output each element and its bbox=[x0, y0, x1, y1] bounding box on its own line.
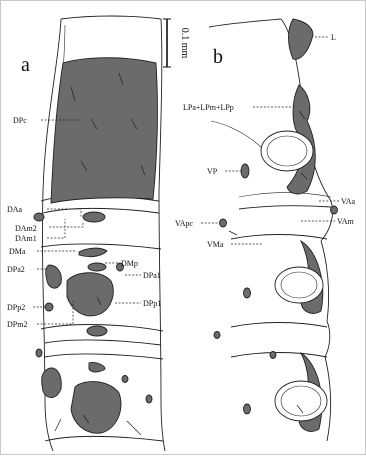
dam2-plate bbox=[83, 212, 105, 222]
label-vaa: VAa bbox=[341, 197, 356, 206]
dpc-plate bbox=[51, 58, 157, 203]
dmp-plate bbox=[88, 263, 106, 271]
dpp1-plate bbox=[67, 273, 113, 316]
dpa2-plate bbox=[46, 265, 62, 288]
panel-b-drawing bbox=[209, 19, 338, 441]
spiracle-upper bbox=[261, 131, 313, 171]
panel-a-label: a bbox=[21, 54, 30, 76]
label-l: L bbox=[331, 33, 336, 42]
label-dmp: DMp bbox=[121, 259, 138, 268]
scale-bar-label: 0.1 mm bbox=[179, 28, 190, 59]
dpm2-plate bbox=[87, 326, 107, 336]
label-vma: VMa bbox=[207, 240, 224, 249]
vp-plate bbox=[241, 164, 249, 178]
vapc-plate bbox=[220, 219, 227, 227]
label-dam1: DAm1 bbox=[15, 234, 37, 243]
panel-a-drawing bbox=[34, 16, 165, 451]
label-dpp1: DPp1 bbox=[143, 299, 161, 308]
label-dpp2: DPp2 bbox=[7, 303, 25, 312]
label-dam2: DAm2 bbox=[15, 224, 37, 233]
panel-b-label: b bbox=[213, 46, 223, 68]
label-dpa2: DPa2 bbox=[7, 265, 25, 274]
label-dpa1: DPa1 bbox=[143, 271, 161, 280]
vaa-plate bbox=[331, 206, 338, 214]
label-vp: VP bbox=[207, 167, 218, 176]
label-daa: DAa bbox=[7, 205, 23, 214]
label-dpm2: DPm2 bbox=[7, 320, 27, 329]
dma-plate bbox=[79, 248, 107, 257]
label-lpa-lpm-lpp: LPa+LPm+LPp bbox=[183, 103, 234, 112]
dpp2-plate bbox=[45, 303, 53, 311]
label-dpc: DPc bbox=[13, 116, 27, 125]
label-dma: DMa bbox=[9, 247, 26, 256]
l-plate bbox=[289, 19, 314, 59]
label-vam: VAm bbox=[337, 217, 355, 226]
label-vapc: VApc bbox=[175, 219, 194, 228]
